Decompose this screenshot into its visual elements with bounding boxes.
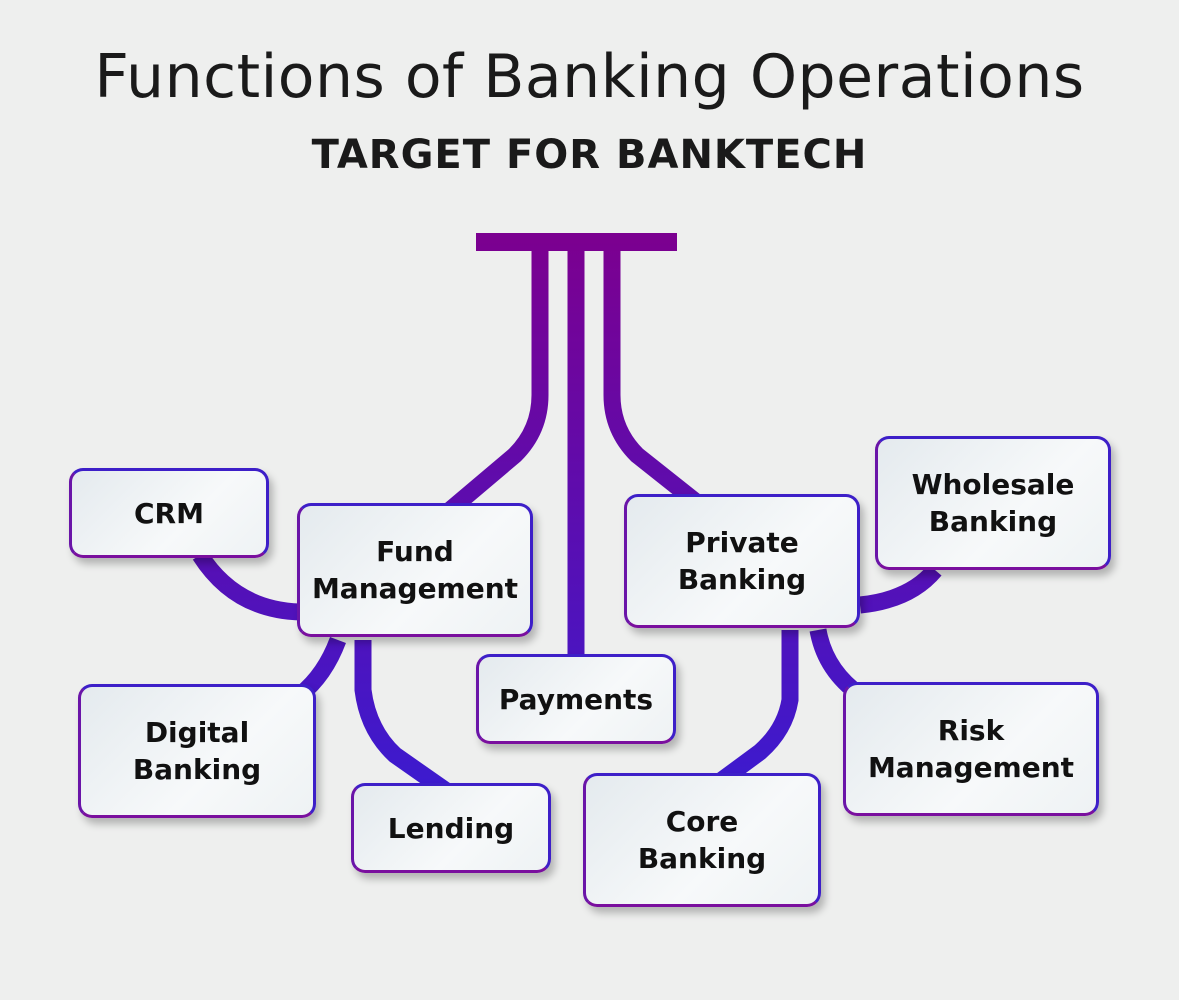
- node-digital-banking: Digital Banking: [78, 684, 316, 818]
- node-payments-label: Payments: [498, 682, 654, 716]
- node-fund-management-label: Fund Management: [311, 535, 519, 605]
- node-wholesale-banking-label: Wholesale Banking: [911, 468, 1075, 538]
- connector-wholesale-banking: [859, 564, 942, 614]
- node-core-banking: Core Banking: [583, 773, 821, 907]
- connector-crm: [192, 550, 301, 621]
- node-private-banking: Private Banking: [624, 494, 860, 628]
- node-risk-management-label: Risk Management: [867, 714, 1075, 784]
- node-fund-management: Fund Management: [297, 503, 533, 637]
- node-risk-management: Risk Management: [843, 682, 1099, 816]
- node-wholesale-banking: Wholesale Banking: [875, 436, 1111, 570]
- node-lending: Lending: [351, 783, 551, 873]
- node-digital-banking-label: Digital Banking: [132, 716, 262, 786]
- diagram-subtitle: TARGET FOR BANKTECH: [311, 132, 868, 178]
- diagram-title: Functions of Banking Operations: [94, 42, 1085, 112]
- node-core-banking-label: Core Banking: [637, 805, 767, 875]
- connector-fund-management: [444, 250, 549, 517]
- node-lending-label: Lending: [387, 811, 515, 845]
- node-crm-label: CRM: [134, 496, 204, 530]
- connector-lending: [354, 640, 450, 797]
- connector-core-banking: [716, 630, 799, 787]
- node-payments: Payments: [476, 654, 676, 744]
- node-crm: CRM: [69, 468, 269, 558]
- node-private-banking-label: Private Banking: [677, 526, 807, 596]
- connector-private-banking: [603, 250, 706, 512]
